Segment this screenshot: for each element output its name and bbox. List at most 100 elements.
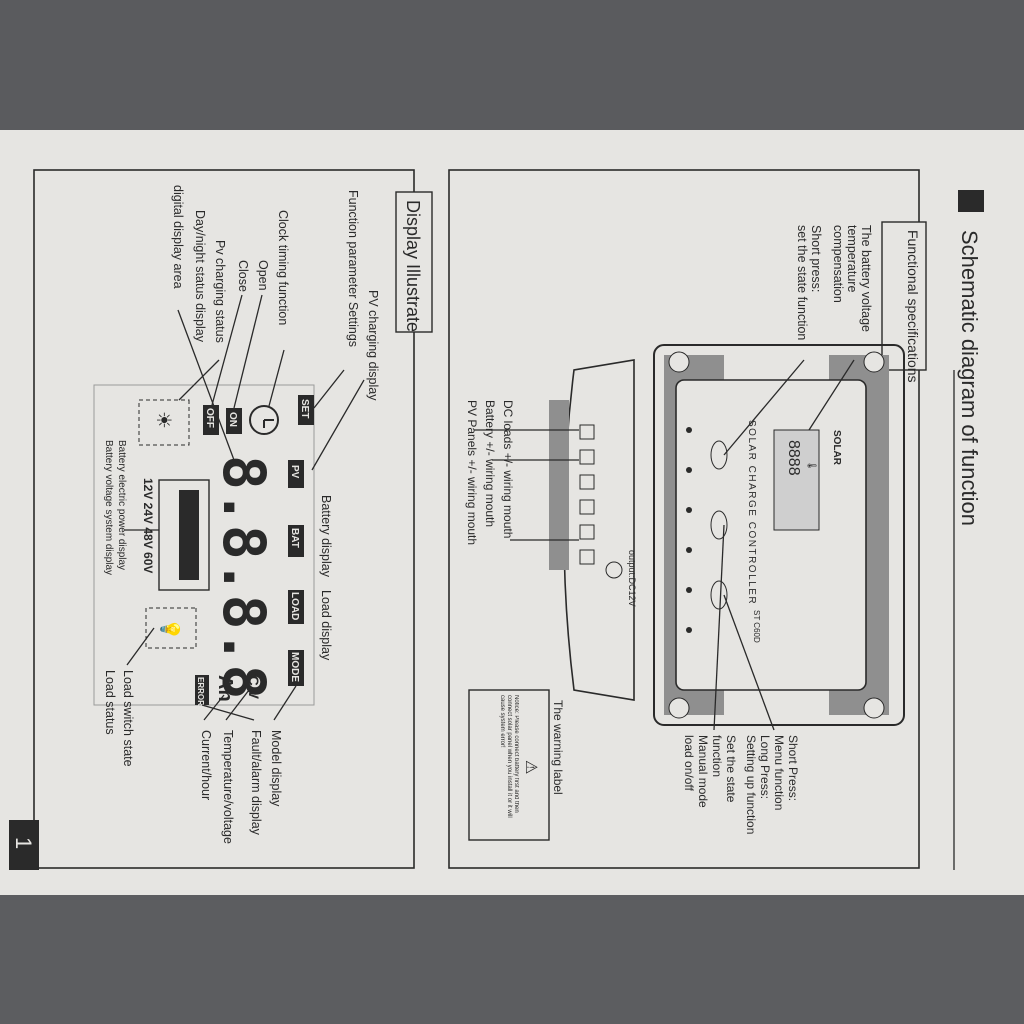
left-button-icon: [710, 440, 728, 470]
sun-icon: ☀: [152, 411, 174, 429]
terminal-fins: [549, 400, 569, 570]
label-digital-area: digital display area: [171, 185, 185, 289]
terminal-block: [579, 424, 595, 440]
lcd-display: SET ON OFF ☀ PV BAT LOAD MODE 8.8.8.8 °C…: [93, 384, 315, 706]
note-pv-wiring: PV Panels +/- wiring mouth: [465, 400, 479, 545]
note-load-onoff: load on/off: [682, 735, 696, 791]
clock-icon: [249, 405, 279, 435]
note-setting-up: Setting up function: [744, 735, 758, 834]
lcd-on-text: ON: [227, 412, 238, 427]
lcd-mode-badge: [288, 650, 304, 686]
page-number-box: [9, 820, 39, 870]
terminal-block: [579, 499, 595, 515]
lcd-off-text: OFF: [204, 408, 215, 428]
right-button-icon: [710, 580, 728, 610]
mount-hole-icon: [863, 697, 885, 719]
device-brand: SOLAR: [831, 430, 842, 466]
note-warning-label: The warning label: [551, 700, 565, 795]
thermometer-icon: 🌡: [807, 460, 817, 471]
note-battery-voltage: The battery voltage: [859, 225, 873, 332]
mount-hole-icon: [668, 351, 690, 373]
battery-level-bar: [179, 490, 199, 580]
label-fault-display: Fault/alarm display: [249, 730, 263, 836]
lcd-load-badge: [288, 590, 304, 624]
terminal-block: [579, 549, 595, 565]
mount-hole-icon: [863, 351, 885, 373]
lcd-pv-text: PV: [289, 465, 300, 479]
note-compensation: compensation: [831, 225, 845, 303]
display-header-box: [395, 191, 433, 333]
label-load-display: Load display: [319, 590, 333, 661]
lcd-error-text: ERROR: [196, 677, 205, 706]
note-set-state: set the state function: [795, 225, 809, 340]
note-manual-mode: Manual mode: [696, 735, 710, 808]
device-name: SOLAR CHARGE CONTROLLER: [746, 420, 757, 605]
label-temp-voltage: Temperature/voltage: [221, 730, 235, 844]
warning-text-area: Notice: Please connect battery first and…: [498, 695, 519, 818]
load-status-box: [145, 607, 197, 649]
lcd-set-text: SET: [299, 399, 310, 418]
title-block-mark: [958, 190, 984, 212]
lcd-bat-badge: [288, 525, 304, 557]
note-temperature: temperature: [845, 225, 859, 292]
controller-device: SOLAR 8888 SOLAR CHARGE CONTROLLER ST C6…: [653, 344, 905, 726]
label-clock-timing: Clock timing function: [276, 210, 290, 325]
functional-panel: [448, 169, 920, 869]
label-pv-charging-display: PV charging display: [366, 290, 380, 401]
display-callout-lines: [124, 294, 365, 721]
lcd-pv-badge: [288, 460, 304, 488]
lcd-voltage-system: 12V 24V 48V 60V: [141, 478, 155, 573]
bulb-icon: 💡: [160, 618, 181, 640]
label-load-switch: Load switch state: [121, 670, 135, 767]
device-model: ST C60D: [752, 610, 761, 643]
label-day-night: Day/night status display: [193, 210, 207, 343]
label-open: Open: [256, 260, 270, 291]
output-socket-icon: [605, 561, 623, 579]
terminal-block: [579, 524, 595, 540]
label-close: Close: [236, 260, 250, 292]
lcd-unit-ah: Ah: [214, 675, 236, 702]
label-function-settings: Function parameter Settings: [346, 190, 360, 347]
lcd-set-badge: [298, 395, 314, 425]
lcd-bat-text: BAT: [289, 528, 300, 548]
label-load-status: Load status: [103, 670, 117, 735]
label-battery-system: Battery voltage system display: [103, 440, 114, 575]
note-short-press-right: Short Press:: [786, 735, 800, 801]
label-current-hour: Current/hour: [199, 730, 213, 800]
terminal-block: [579, 449, 595, 465]
device-lcd-digits: 8888: [785, 440, 802, 476]
display-header: Display Illustrate: [403, 200, 423, 332]
device-lcd-screen: [773, 429, 820, 531]
warning-triangle-icon: ⚠: [522, 760, 539, 774]
device-face: [675, 379, 867, 691]
device-outline: [653, 344, 905, 726]
lcd-load-text: LOAD: [289, 592, 300, 620]
functional-header: Functional specifications: [905, 230, 921, 383]
middle-button-icon: [710, 510, 728, 540]
note-short-press: Short press:: [809, 225, 823, 292]
page-title: Schematic diagram of function: [957, 230, 982, 526]
note-dc-loads: DC loads +/- wiring mouth: [501, 400, 515, 538]
label-pv-charging-status: Pv charging status: [213, 240, 227, 343]
note-long-press: Long Press:: [758, 735, 772, 799]
callout-lines: [474, 359, 855, 731]
display-panel: [33, 169, 415, 869]
label-battery-power: Battery electric power display: [116, 440, 127, 570]
sun-status-box: [138, 399, 190, 446]
mount-hole-icon: [668, 697, 690, 719]
lcd-on-badge: [226, 408, 242, 434]
warning-label-box: [468, 689, 550, 841]
page-number: 1: [11, 837, 36, 849]
label-battery-display: Battery display: [319, 495, 333, 578]
note-function: function: [710, 735, 724, 777]
lcd-mode-text: MODE: [289, 652, 300, 682]
battery-bar-frame: [158, 479, 210, 591]
background-top: [0, 0, 1024, 130]
warning-text: Notice: Please connect battery first and…: [498, 695, 519, 818]
background-bottom: [0, 895, 1024, 1024]
note-menu-function: Menu function: [772, 735, 786, 810]
note-battery-wiring: Battery +/- wiring mouth: [483, 400, 497, 527]
output-label: output:DC12V: [627, 550, 637, 607]
lcd-error-badge: [195, 675, 209, 705]
